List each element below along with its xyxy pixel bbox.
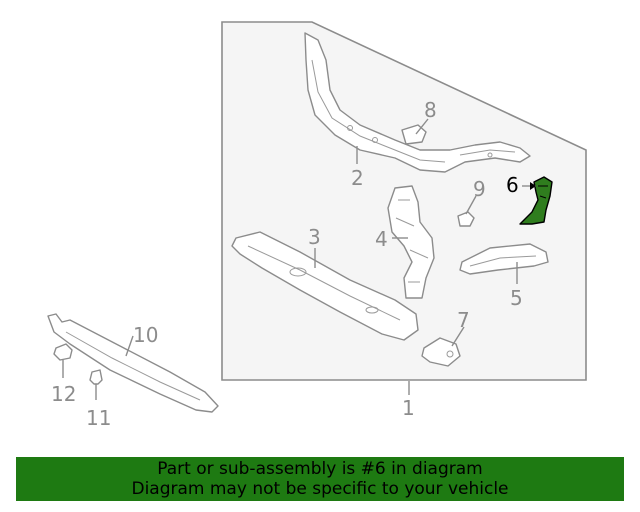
callout-11: 11 [86, 406, 111, 430]
callout-2: 2 [351, 166, 364, 190]
callout-4: 4 [375, 227, 388, 251]
banner-line-disclaimer: Diagram may not be specific to your vehi… [131, 479, 509, 499]
part-11-bolt [89, 369, 103, 392]
callout-7: 7 [457, 308, 470, 332]
callout-3: 3 [308, 225, 321, 249]
part-5-duct [459, 243, 549, 275]
callout-10: 10 [133, 323, 158, 347]
callout-5: 5 [510, 286, 523, 310]
leader-lines [62, 118, 536, 400]
callout-1: 1 [402, 396, 415, 420]
part-6-highlighted-bracket [519, 176, 553, 225]
banner-line-part: Part or sub-assembly is #6 in diagram [157, 459, 483, 479]
part-10-lower-cover [47, 313, 219, 413]
callout-8: 8 [424, 98, 437, 122]
part-3-lower-support [231, 231, 419, 341]
part-2-upper-support [304, 32, 531, 173]
part-12-clip [53, 343, 73, 361]
part-4-side-member [387, 185, 435, 299]
part-7-bracket [421, 337, 461, 367]
callout-6: 6 [506, 173, 519, 197]
callout-9: 9 [473, 177, 486, 201]
parts-diagram: 1 2 3 4 5 6 7 8 9 10 11 12 [47, 21, 587, 430]
diagram-notice-banner: Part or sub-assembly is #6 in diagram Di… [16, 457, 624, 501]
callout-12: 12 [51, 382, 76, 406]
